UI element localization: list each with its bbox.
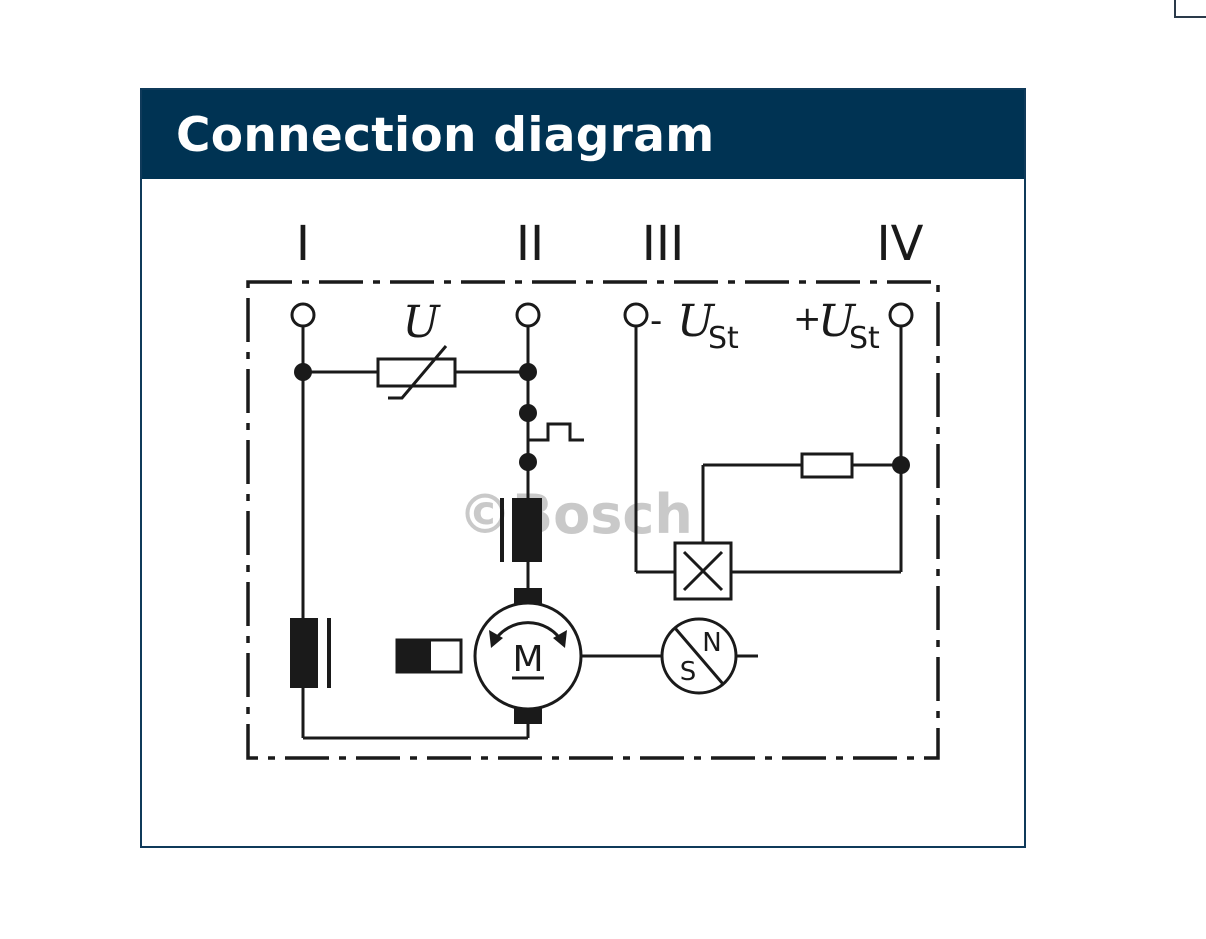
control-resistor — [800, 452, 854, 479]
shunt-coil — [290, 618, 318, 688]
terminal-i-connector — [290, 302, 316, 328]
junction-dot — [519, 404, 537, 422]
housing-boundary — [246, 280, 940, 760]
neg-control-symbol: U — [677, 296, 716, 347]
pos-control-symbol: U — [818, 296, 857, 347]
junction-dot — [519, 453, 537, 471]
motor-brush-top — [514, 588, 542, 604]
junction-dot — [892, 456, 910, 474]
magnet-north-label: N — [702, 628, 721, 658]
pos-control-subscript: St — [849, 321, 880, 356]
series-coil — [512, 498, 542, 562]
watermark: ©Bosch — [458, 483, 693, 546]
terminal-iv-connector — [888, 302, 914, 328]
terminal-iii-connector — [623, 302, 649, 328]
junction-dot — [294, 363, 312, 381]
pulse-symbol — [528, 422, 584, 442]
terminal-ii-connector — [515, 302, 541, 328]
neg-control-sign: - — [650, 301, 662, 341]
rotation-arrow — [493, 621, 563, 641]
terminal-label-iii: III — [642, 216, 684, 272]
magnet-south-label: S — [680, 657, 697, 687]
pos-control-sign: + — [793, 299, 822, 339]
motor-label: M — [512, 639, 543, 680]
neg-control-subscript: St — [708, 321, 739, 356]
card-title: Connection diagram — [176, 108, 715, 163]
terminal-label-iv: IV — [877, 216, 924, 272]
motor — [473, 601, 583, 711]
terminal-label-i: I — [296, 216, 310, 272]
motor-brush-bottom — [514, 708, 542, 724]
terminal-label-ii: II — [516, 216, 544, 272]
junction-dot — [519, 363, 537, 381]
card-header: Connection diagram — [142, 90, 1024, 179]
corner-mark — [1174, 0, 1206, 18]
varistor-label: U — [402, 297, 441, 348]
connection-diagram-card: Connection diagram — [140, 88, 1026, 848]
